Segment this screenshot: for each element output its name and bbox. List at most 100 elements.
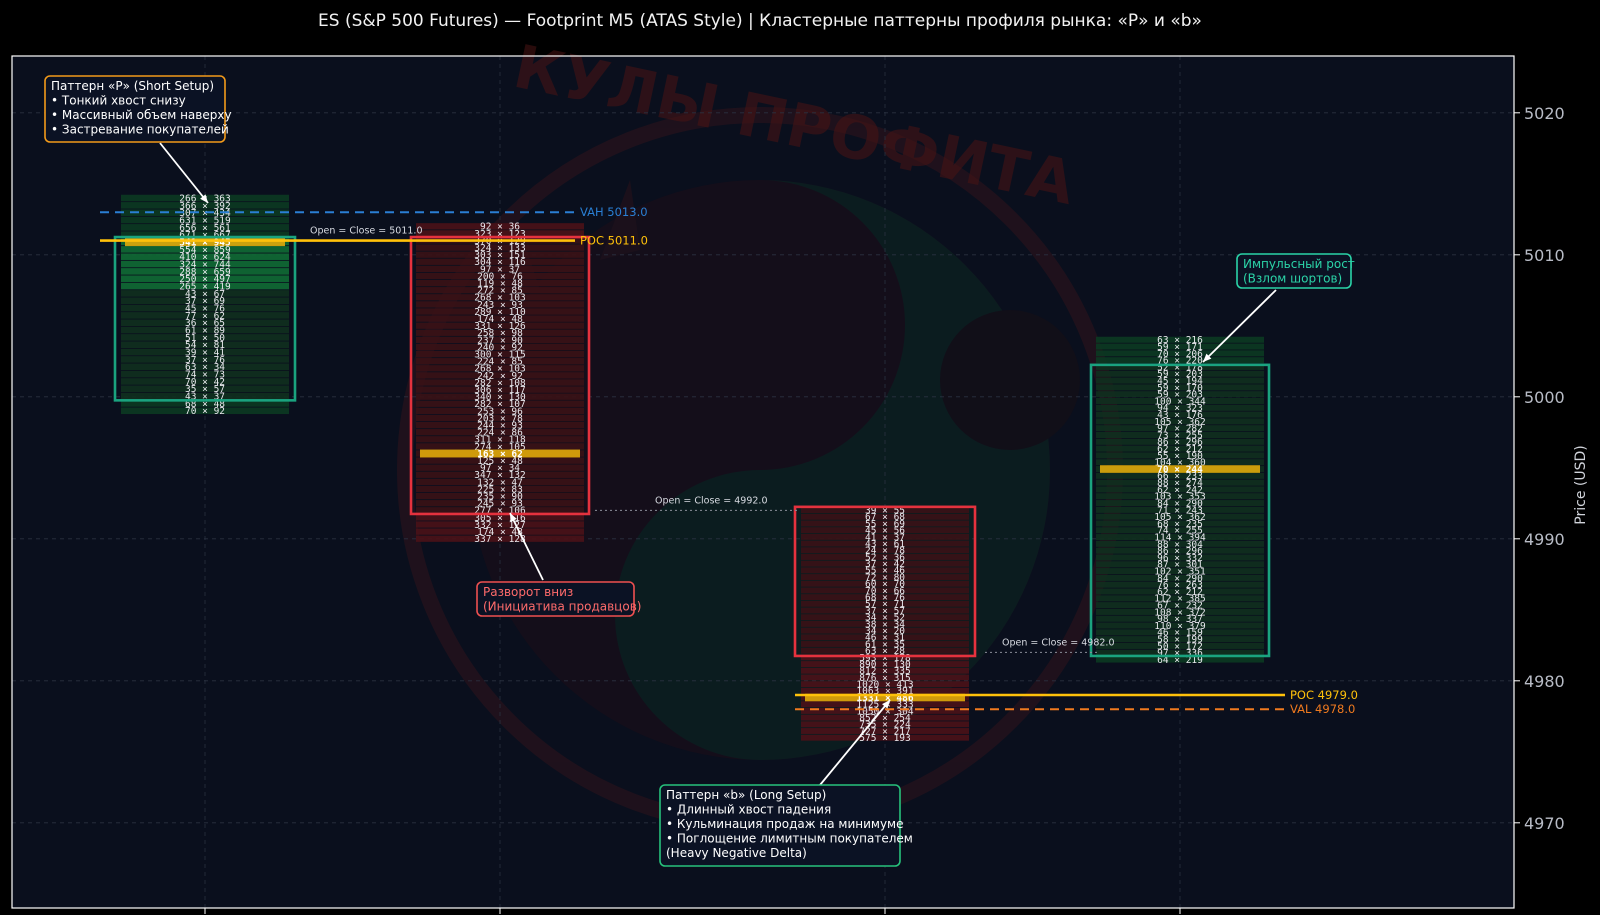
footprint-cell-text: 203 × 78	[477, 413, 523, 424]
footprint-cell-text: 88 × 274	[1157, 478, 1203, 489]
footprint-cell-bg	[416, 372, 584, 379]
footprint-cell-text: 112 × 385	[1154, 594, 1205, 605]
footprint-cell-bg	[1096, 615, 1264, 622]
footprint-cell-bg	[801, 600, 969, 607]
footprint-cell-text: 323 × 123	[474, 229, 525, 240]
footprint-cell-text: 727 × 217	[859, 726, 910, 737]
footprint-cell-text: 63 × 216	[1157, 335, 1203, 346]
footprint-cell-bg	[1096, 425, 1264, 432]
footprint-cell-bg	[416, 336, 584, 344]
footprint-cell-bg	[1096, 350, 1264, 357]
footprint-cell-bg	[416, 379, 584, 386]
b-pattern-note-line: • Поглощение лимитным покупателем	[666, 832, 913, 846]
b-pattern-note-line: • Длинный хвост падения	[666, 803, 831, 817]
footprint-cell-text: 410 × 624	[179, 252, 231, 263]
footprint-cell-bg	[416, 514, 584, 521]
reversal-note-box	[476, 581, 635, 617]
footprint-cell-bg	[1096, 534, 1264, 541]
footprint-cell-text: 37 × 57	[865, 606, 905, 617]
footprint-cell-bg	[416, 478, 584, 486]
footprint-cell-bg	[416, 265, 584, 273]
footprint-cell-bg	[416, 393, 584, 400]
footprint-cell-bg	[1096, 629, 1264, 636]
footprint-cell-bg	[416, 471, 584, 478]
footprint-cell-text: 235 × 90	[477, 492, 523, 503]
footprint-cell-bg	[801, 587, 969, 594]
footprint-cell-bg	[801, 520, 969, 527]
footprint-cell-text: 274 × 105	[474, 442, 525, 453]
footprint-cell-text: 73 × 255	[1157, 430, 1203, 441]
footprint-cell-text: 70 × 42	[185, 377, 225, 388]
y-tick-label-5020: 5020	[1524, 104, 1565, 123]
footprint-cell-text: 98 × 337	[1157, 614, 1203, 625]
footprint-cell-text: 332 × 127	[474, 520, 525, 531]
footprint-cell-text: 60 × 70	[865, 579, 905, 590]
footprint-cell-bg	[801, 721, 969, 728]
footprint-cell-text: 59 × 171	[1157, 342, 1203, 353]
footprint-cell-text: 84 × 290	[1157, 498, 1203, 509]
footprint-cell-bg	[801, 507, 969, 514]
footprint-cell-text: 74 × 255	[1157, 526, 1203, 537]
footprint-cell-text: 59 × 203	[1157, 369, 1203, 380]
footprint-cell-bg	[416, 400, 584, 407]
footprint-cell-bg	[416, 464, 584, 471]
footprint-cell-bg	[801, 634, 969, 641]
footprint-cell-text: 43 × 176	[1157, 410, 1203, 421]
open-close-label-3: Open = Close = 4982.0	[1002, 637, 1115, 648]
footprint-cell-bg	[1096, 561, 1264, 568]
footprint-cell-bg	[1096, 411, 1264, 418]
footprint-cell-text: 224 × 86	[477, 428, 523, 439]
footprint-cell-bg	[801, 560, 969, 567]
footprint-cell-bg	[121, 304, 289, 312]
footprint-cell-text: 43 × 37	[185, 392, 225, 403]
footprint-cell-text: 306 × 117	[474, 385, 525, 396]
footprint-cell-text: 68 × 48	[185, 399, 225, 410]
footprint-cell-text: 1050 × 304	[856, 706, 913, 717]
p-pattern-note-box	[44, 75, 226, 143]
y-tick-label-5010: 5010	[1524, 246, 1565, 265]
footprint-cell-bg	[1096, 642, 1264, 649]
footprint-cell-text: 54 × 81	[185, 340, 225, 351]
footprint-cell-bg	[121, 246, 289, 253]
footprint-cell-bg	[801, 627, 969, 634]
footprint-cell-text: 245 × 93	[477, 499, 523, 510]
footprint-cell-bg	[1096, 574, 1264, 581]
footprint-cell-bg	[416, 521, 584, 528]
footprint-cell-bg	[121, 341, 289, 349]
footprint-cell-bg	[1096, 452, 1264, 459]
footprint-cell-text: 890 × 130	[859, 659, 911, 670]
footprint-cell-text: 62 × 242	[1157, 485, 1203, 496]
y-axis-label: Price (USD)	[1573, 445, 1589, 524]
footprint-cell-text: 282 × 107	[474, 399, 525, 410]
vah-line-label: VAH 5013.0	[580, 205, 648, 219]
footprint-cell-bg	[1096, 608, 1264, 615]
footprint-cell-bg	[1096, 377, 1264, 384]
footprint-cell-text: 250 × 497	[179, 274, 230, 285]
y-tick-label-5000: 5000	[1524, 388, 1565, 407]
footprint-cell-text: 243 × 93	[477, 300, 523, 311]
footprint-cell-text: 97 × 336	[1157, 648, 1203, 659]
footprint-cell-bg	[416, 507, 584, 514]
footprint-cell-text: 304 × 116	[474, 257, 526, 268]
footprint-cell-bg	[801, 667, 969, 674]
p-pattern-note-arrow	[159, 142, 209, 204]
footprint-cell-bg	[121, 348, 289, 356]
footprint-cell-text: 37 × 76	[185, 355, 225, 366]
footprint-cell-text: 735 × 224	[859, 720, 911, 731]
footprint-cell-bg	[416, 272, 584, 280]
footprint-cell-text: 61 × 35	[865, 639, 905, 650]
footprint-cell-text: 62 × 212	[1157, 587, 1203, 598]
footprint-cell-bg	[416, 287, 584, 294]
footprint-cell-bg	[416, 429, 584, 436]
candle-body-outline	[113, 235, 297, 402]
footprint-cell-bg	[121, 385, 289, 393]
footprint-cell-bg	[416, 223, 584, 230]
footprint-cell-text: 55 × 190	[1157, 451, 1203, 462]
footprint-cell-bg	[416, 443, 584, 450]
footprint-cell-bg	[1096, 602, 1264, 609]
footprint-cell-bg	[416, 301, 584, 308]
footprint-cell-bg	[801, 594, 969, 601]
footprint-cell-text: 272 × 85	[477, 286, 523, 297]
